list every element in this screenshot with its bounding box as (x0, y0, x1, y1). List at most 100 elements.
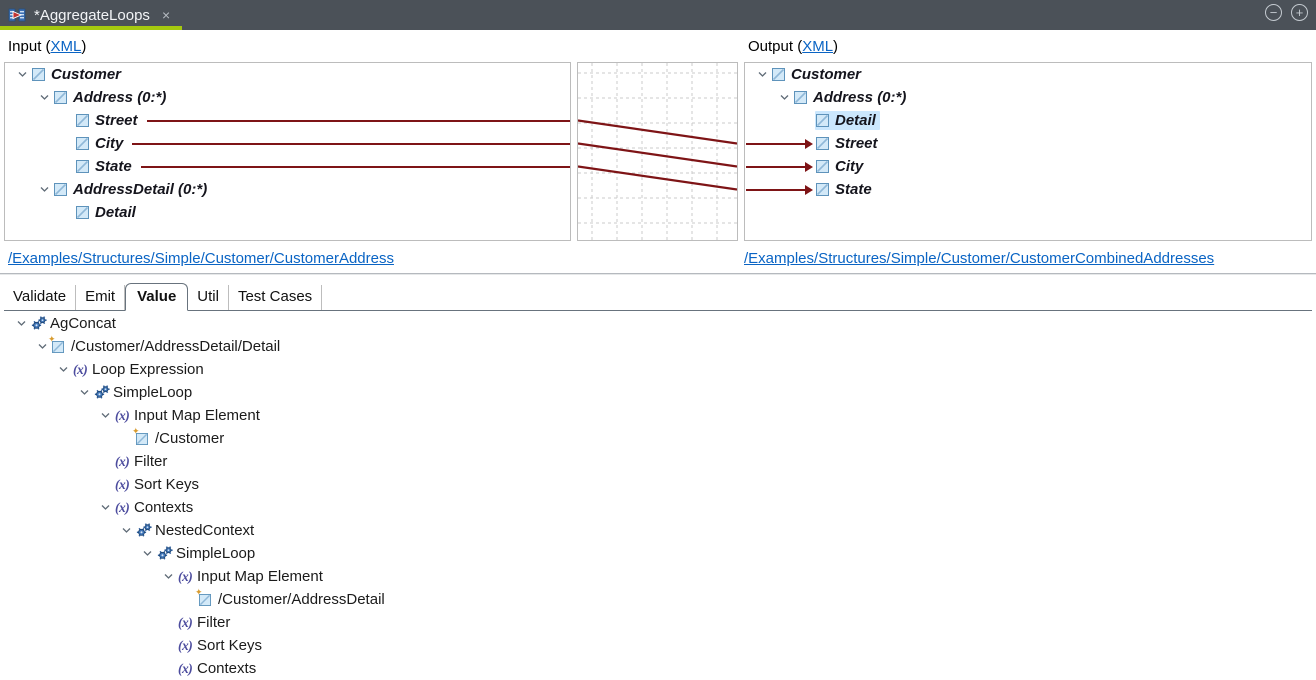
mapping-line[interactable] (132, 142, 570, 145)
tree-node-address-0[interactable]: Address (0:*) (5, 86, 570, 109)
chevron-down-icon[interactable] (117, 525, 135, 536)
fx-icon: (x) (178, 568, 193, 584)
tree-node-filter[interactable]: (x)Filter (4, 450, 1316, 473)
fx-icon: (x) (115, 476, 130, 492)
node-content: AgConcat (30, 314, 120, 333)
fx-icon: (x) (115, 407, 130, 423)
tree-node-detail[interactable]: Detail (5, 201, 570, 224)
mapping-line[interactable] (578, 142, 737, 168)
node-content: (x) Sort Keys (114, 475, 203, 494)
fx-icon: (x) (73, 361, 88, 377)
tree-node-input-map-element[interactable]: (x)Input Map Element (4, 404, 1316, 427)
tree-node-label: NestedContext (155, 522, 255, 539)
mapping-line[interactable] (140, 165, 570, 168)
tree-node-state[interactable]: State (745, 178, 1311, 201)
tree-node-contexts[interactable]: (x)Contexts (4, 657, 1316, 680)
element-icon (76, 160, 95, 173)
tree-node-label: Loop Expression (92, 361, 204, 378)
tab-value[interactable]: Value (125, 283, 189, 311)
chevron-down-icon[interactable] (75, 387, 93, 398)
selected-node: Detail (815, 111, 880, 130)
tree-node-label: Sort Keys (134, 476, 200, 493)
tree-node-input-map-element[interactable]: (x) Input Map Element (4, 565, 1316, 588)
mapping-line[interactable] (746, 188, 806, 191)
tree-node-label: /Customer (155, 430, 225, 447)
node-content: (x)Contexts (114, 498, 197, 517)
tree-node-city[interactable]: City (745, 155, 1311, 178)
output-xml-link[interactable]: XML (802, 38, 834, 55)
tree-node-simpleloop[interactable]: SimpleLoop (4, 381, 1316, 404)
chevron-down-icon[interactable] (96, 410, 114, 421)
chevron-down-icon[interactable] (35, 92, 53, 103)
value-expression-tree: AgConcat✦/Customer/AddressDetail/Detail(… (4, 312, 1316, 680)
tree-node-customer[interactable]: ✦/Customer (4, 426, 1316, 450)
tree-node-customer-addressdetail[interactable]: ✦/Customer/AddressDetail (4, 587, 1316, 611)
element-star-icon: ✦ (132, 426, 155, 445)
tree-node-label: Sort Keys (197, 637, 263, 654)
chevron-down-icon[interactable] (138, 548, 156, 559)
tree-node-addressdetail-0[interactable]: AddressDetail (0:*) (5, 178, 570, 201)
fx-icon: (x) (115, 453, 130, 469)
tree-node-agconcat[interactable]: AgConcat (4, 312, 1316, 335)
node-content: Address (0:*) (53, 88, 170, 107)
close-icon[interactable]: × (161, 7, 171, 23)
tree-node-state[interactable]: State (5, 155, 570, 178)
element-icon (76, 114, 95, 127)
input-xml-link[interactable]: XML (50, 38, 82, 55)
output-structure-link[interactable]: /Examples/Structures/Simple/Customer/Cus… (744, 250, 1215, 267)
gears-icon (94, 385, 113, 400)
tree-node-label: /Customer/AddressDetail (218, 591, 385, 608)
tree-node-nestedcontext[interactable]: NestedContext (4, 519, 1316, 542)
mapping-line[interactable] (746, 165, 806, 168)
node-content: (x)Input Map Element (114, 406, 264, 425)
input-structure-link[interactable]: /Examples/Structures/Simple/Customer/Cus… (8, 250, 394, 267)
tree-node-sort-keys[interactable]: (x)Sort Keys (4, 634, 1316, 657)
mapping-canvas[interactable] (577, 62, 738, 241)
chevron-down-icon[interactable] (54, 364, 72, 375)
tree-node-customer[interactable]: Customer (745, 63, 1311, 86)
tree-node-customer-addressdetail-detail[interactable]: ✦/Customer/AddressDetail/Detail (4, 334, 1316, 358)
tree-node-loop-expression[interactable]: (x) Loop Expression (4, 358, 1316, 381)
element-icon (816, 114, 835, 127)
tree-node-street[interactable]: Street (5, 109, 570, 132)
tree-node-city[interactable]: City (5, 132, 570, 155)
tab-util[interactable]: Util (188, 285, 229, 310)
mapping-line[interactable] (578, 119, 737, 145)
plus-circle-button[interactable]: + (1291, 4, 1308, 21)
chevron-down-icon[interactable] (35, 184, 53, 195)
element-icon (816, 160, 835, 173)
tree-node-simpleloop[interactable]: SimpleLoop (4, 542, 1316, 565)
document-tab-title: *AggregateLoops (34, 6, 150, 24)
gears-icon (136, 523, 155, 538)
output-header: Output (XML) (748, 38, 838, 55)
chevron-down-icon[interactable] (33, 341, 51, 352)
chevron-down-icon[interactable] (159, 571, 177, 582)
chevron-down-icon[interactable] (12, 318, 30, 329)
chevron-down-icon[interactable] (775, 92, 793, 103)
tree-node-street[interactable]: Street (745, 132, 1311, 155)
mapping-line[interactable] (146, 119, 570, 122)
tree-node-filter[interactable]: (x)Filter (4, 611, 1316, 634)
chevron-down-icon[interactable] (13, 69, 31, 80)
mapper-document-icon (8, 7, 26, 23)
tree-node-detail[interactable]: Detail (745, 109, 1311, 132)
tree-node-contexts[interactable]: (x)Contexts (4, 496, 1316, 519)
fx-icon: (x) (178, 614, 193, 630)
node-content: ✦/Customer/AddressDetail (195, 587, 389, 609)
tree-node-label: Input Map Element (197, 568, 323, 585)
tree-node-sort-keys[interactable]: (x) Sort Keys (4, 473, 1316, 496)
mapping-line[interactable] (746, 142, 806, 145)
tab-validate[interactable]: Validate (4, 285, 77, 310)
minus-circle-button[interactable]: − (1265, 4, 1282, 21)
document-tab-aggregateloops[interactable]: *AggregateLoops × (0, 0, 183, 30)
chevron-down-icon[interactable] (96, 502, 114, 513)
chevron-down-icon[interactable] (753, 69, 771, 80)
element-icon (794, 91, 813, 104)
tree-node-address-0[interactable]: Address (0:*) (745, 86, 1311, 109)
tab-emit[interactable]: Emit (76, 285, 126, 310)
tab-test-cases[interactable]: Test Cases (229, 285, 323, 310)
mapping-line[interactable] (578, 165, 737, 191)
tree-node-customer[interactable]: Customer (5, 63, 570, 86)
node-content: (x)Filter (114, 452, 171, 471)
